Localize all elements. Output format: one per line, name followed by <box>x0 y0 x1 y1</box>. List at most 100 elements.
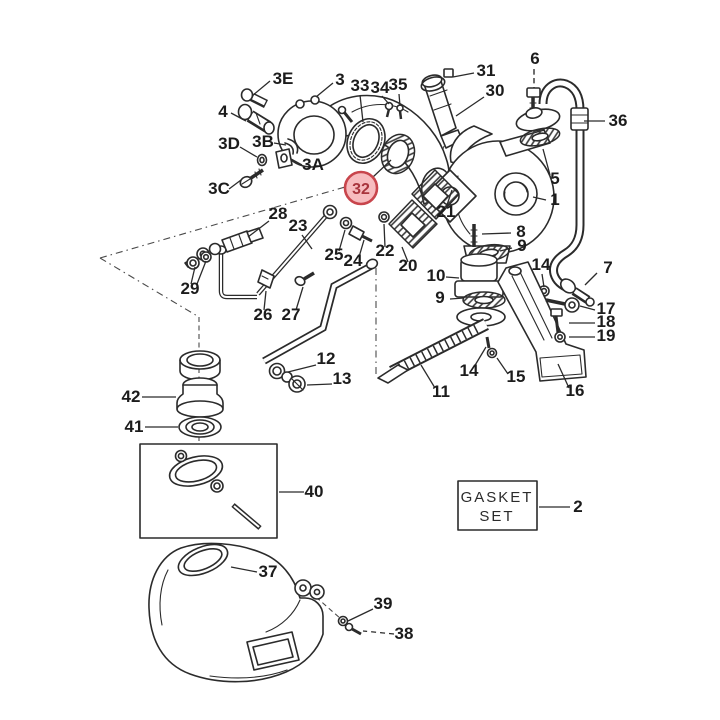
callout-label-8: 8 <box>516 222 525 241</box>
riser-stack-parts <box>176 350 224 438</box>
leader-line-39 <box>347 608 374 622</box>
leader-line-5 <box>542 148 551 176</box>
leader-line-26 <box>263 290 267 311</box>
callout-label-32: 32 <box>352 181 370 198</box>
callout-label-29: 29 <box>181 279 200 298</box>
leader-line-35 <box>398 93 401 107</box>
callout-label-35: 35 <box>389 75 408 94</box>
callout-label-9b: 9 <box>435 288 444 307</box>
leader-lines-layer <box>142 69 605 635</box>
leader-line-28 <box>247 220 270 238</box>
leader-line-25 <box>338 229 346 252</box>
vband-clamp-part <box>337 105 386 164</box>
leader-line-14a <box>541 273 545 288</box>
callout-label-26: 26 <box>254 305 273 324</box>
leader-line-30 <box>455 96 485 117</box>
callout-label-3E: 3E <box>273 69 294 88</box>
callout-label-41: 41 <box>125 417 144 436</box>
leader-line-8 <box>481 232 512 235</box>
exhaust-elbow-part <box>148 542 362 683</box>
callout-label-18: 18 <box>597 312 616 331</box>
elbow-small-fittings <box>237 88 299 189</box>
callout-label-23: 23 <box>289 216 308 235</box>
leader-line-3C <box>228 179 242 190</box>
leader-line-3D <box>239 146 258 158</box>
leader-line-33 <box>359 94 364 123</box>
callout-label-27: 27 <box>282 305 301 324</box>
callout-label-3C: 3C <box>208 179 230 198</box>
leader-line-1 <box>532 196 547 201</box>
callout-label-1: 1 <box>550 190 559 209</box>
gasket-set-line2: SET <box>479 508 514 525</box>
callout-label-13: 13 <box>333 369 352 388</box>
callout-label-3: 3 <box>335 70 344 89</box>
leader-line-3E <box>251 80 271 97</box>
callout-label-40: 40 <box>305 482 324 501</box>
water-tube-assembly <box>262 258 379 393</box>
leader-line-15 <box>496 357 509 375</box>
highlight-circle-32[interactable] <box>343 170 379 206</box>
leader-line-29-1 <box>196 260 207 285</box>
leader-line-37 <box>230 566 258 573</box>
leader-line-24 <box>358 239 365 258</box>
leader-line-9a <box>499 247 513 252</box>
oil-supply-hose-part <box>538 78 595 307</box>
callout-label-10: 10 <box>427 266 446 285</box>
callout-label-14b: 14 <box>460 361 479 380</box>
callout-label-28: 28 <box>269 204 288 223</box>
repair-kit-box <box>139 443 278 539</box>
callout-label-19: 19 <box>597 326 616 345</box>
leader-line-27 <box>295 286 304 311</box>
gasket-set-line1: GASKET <box>461 489 534 506</box>
callout-label-17: 17 <box>597 299 616 318</box>
leader-line-17 <box>579 305 596 311</box>
leader-line-31 <box>452 72 475 78</box>
leader-line-34 <box>381 95 390 105</box>
leader-line-10 <box>445 276 460 279</box>
callout-label-3A: 3A <box>302 155 324 174</box>
callout-label-36: 36 <box>609 111 628 130</box>
callout-label-38: 38 <box>395 624 414 643</box>
oil-flange-assembly <box>515 87 561 147</box>
callout-label-30: 30 <box>486 81 505 100</box>
leader-line-7 <box>584 272 598 286</box>
clamp-bolts <box>384 101 404 120</box>
flex-exhaust-hose-part <box>377 285 550 384</box>
callout-label-11: 11 <box>432 382 450 401</box>
leader-line-38 <box>362 630 395 635</box>
callout-label-2: 2 <box>573 497 582 516</box>
gasket-set-box: GASKET SET <box>457 480 538 531</box>
leader-line-12 <box>287 364 317 373</box>
leader-line-29 <box>190 266 196 285</box>
callout-label-3D: 3D <box>218 134 240 153</box>
leader-line-14b <box>473 346 487 368</box>
oil-line-assembly <box>184 204 373 300</box>
callout-label-34: 34 <box>371 78 390 97</box>
turbo-outlet-stack <box>454 224 510 327</box>
leader-line-23 <box>301 234 313 250</box>
callout-label-9a: 9 <box>517 236 526 255</box>
leader-line-3B <box>273 142 287 146</box>
callout-label-25: 25 <box>325 245 344 264</box>
callout-label-6: 6 <box>530 49 539 68</box>
leader-line-20 <box>401 246 409 263</box>
callout-label-5: 5 <box>550 169 559 188</box>
callout-label-37: 37 <box>259 562 278 581</box>
callout-label-21: 21 <box>437 202 456 221</box>
callout-label-22: 22 <box>376 241 395 260</box>
callout-label-15: 15 <box>507 367 526 386</box>
leader-line-13 <box>306 383 333 386</box>
leader-line-32 <box>372 159 392 178</box>
inlet-gaskets <box>378 169 460 249</box>
leader-line-3A <box>290 158 303 166</box>
callout-label-16: 16 <box>566 381 585 400</box>
leader-line-11 <box>420 364 436 389</box>
leader-line-22 <box>383 223 386 248</box>
callout-label-7: 7 <box>603 258 612 277</box>
callout-label-39: 39 <box>374 594 393 613</box>
turbo-inlet-hose-part <box>420 68 463 149</box>
leader-line-21 <box>445 189 453 209</box>
